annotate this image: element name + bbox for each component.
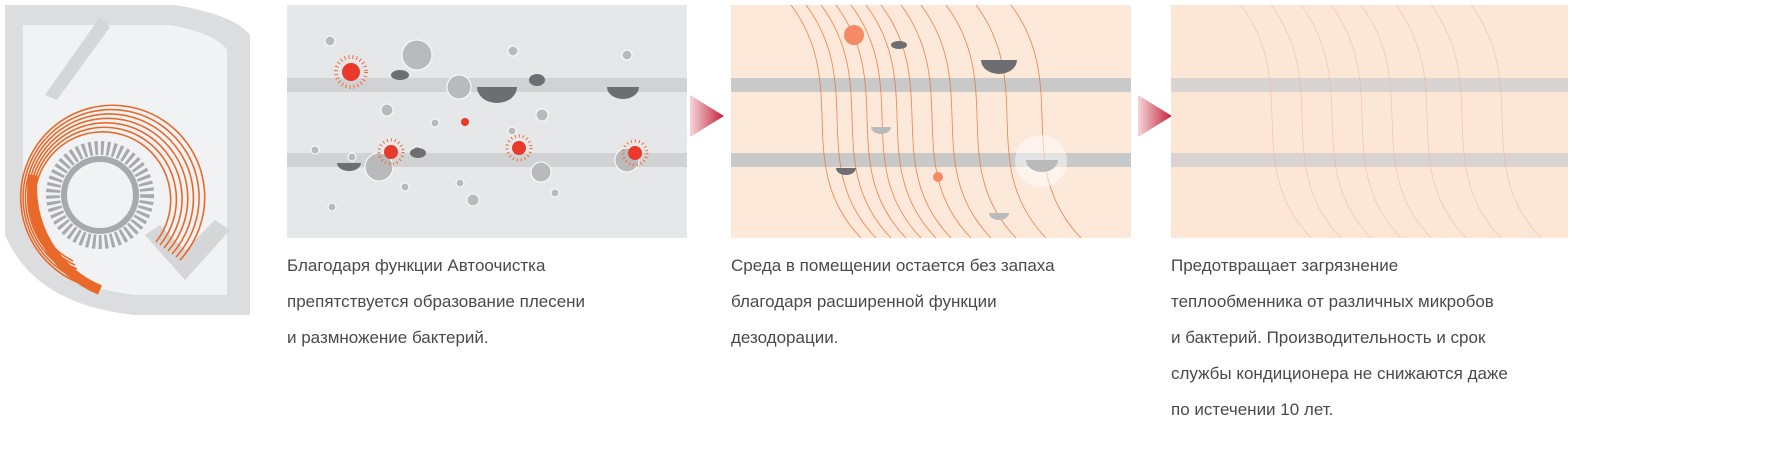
bacteria-panel: [287, 5, 687, 238]
caption-line: препятствуется образование плесени: [287, 292, 586, 311]
caption-line: дезодорации.: [731, 328, 839, 347]
caption-line: и размножение бактерий.: [287, 328, 489, 347]
deodorization-panel: [731, 5, 1131, 238]
caption-line: благодаря расширенной функции: [731, 292, 997, 311]
step-3-caption: Предотвращает загрязнение теплообменника…: [1171, 248, 1591, 428]
clean-heat-exchanger-panel: [1171, 5, 1568, 238]
bacteria-icon: [334, 55, 649, 167]
next-arrow-icon: [690, 95, 724, 137]
caption-line: Среда в помещении остается без запаха: [731, 256, 1055, 275]
caption-line: и бактерий. Производительность и срок: [1171, 328, 1486, 347]
fan-icon: [46, 141, 154, 249]
caption-line: по истечении 10 лет.: [1171, 400, 1334, 419]
caption-line: теплообменника от различных микробов: [1171, 292, 1494, 311]
next-arrow-icon: [1138, 95, 1172, 137]
air-conditioner-illustration: [5, 5, 250, 315]
step-2-caption: Среда в помещении остается без запаха бл…: [731, 248, 1151, 356]
caption-line: Предотвращает загрязнение: [1171, 256, 1399, 275]
step-1-caption: Благодаря функции Автоочистка препятству…: [287, 248, 707, 356]
airflow-lines-icon: [790, 5, 1082, 238]
caption-line: службы кондиционера не снижаются даже: [1171, 364, 1508, 383]
caption-line: Благодаря функции Автоочистка: [287, 256, 546, 275]
